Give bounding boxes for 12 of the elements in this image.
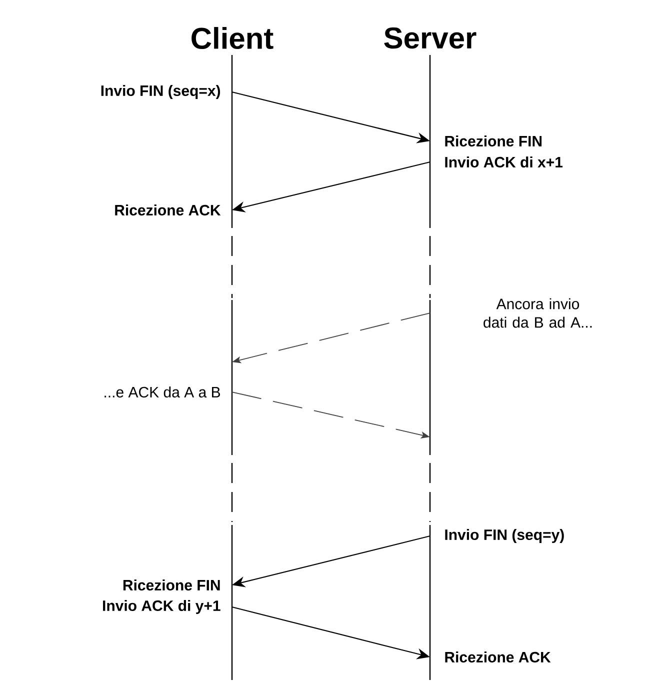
event-label: Invio ACK di x+1 <box>445 156 563 168</box>
lifeline-heading: Client <box>192 26 274 50</box>
event-label: Invio FIN (seq=x) <box>101 85 220 99</box>
event-label: ...e ACK da A a B <box>104 386 220 398</box>
event-label: Invio FIN (seq=y) <box>445 529 564 543</box>
event-label: Invio ACK di y+1 <box>103 600 220 614</box>
event-label: Ricezione ACK <box>445 652 551 662</box>
event-label: Ricezione ACK <box>115 204 221 216</box>
event-label: Ricezione FIN <box>123 580 220 590</box>
event-label: Ancora invio dati da B ad A... <box>484 298 592 328</box>
event-label: Ricezione FIN <box>445 136 542 146</box>
lifeline-heading: Server <box>384 27 476 49</box>
